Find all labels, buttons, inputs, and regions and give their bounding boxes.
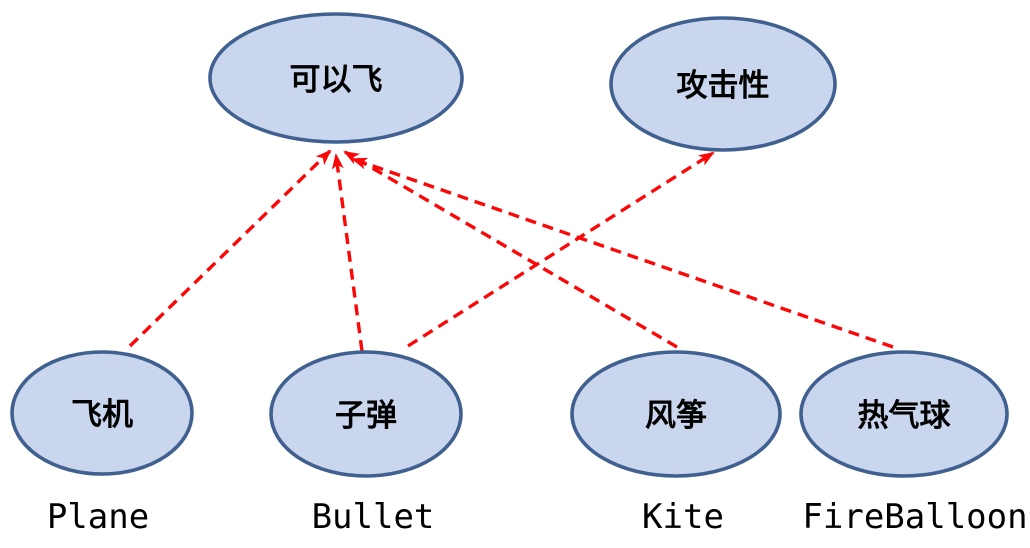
edge-layer bbox=[128, 149, 894, 352]
edge-fireballoon-to-can-fly bbox=[351, 157, 894, 349]
node-aggressive-label: 攻击性 bbox=[677, 68, 770, 104]
node-plane-ellipse bbox=[10, 350, 194, 476]
node-bullet-label: 子弹 bbox=[335, 398, 397, 434]
edge-bullet-to-can-fly bbox=[331, 153, 364, 352]
node-can-fly: 可以飞 bbox=[208, 12, 464, 144]
node-kite-ellipse bbox=[570, 350, 782, 478]
node-can-fly-label: 可以飞 bbox=[290, 62, 383, 98]
caption-fireballoon: FireBalloon bbox=[802, 497, 1027, 537]
edge-kite-to-can-fly bbox=[343, 150, 678, 349]
node-fireballoon-ellipse bbox=[799, 350, 1009, 478]
caption-bullet: Bullet bbox=[312, 497, 435, 537]
edge-bullet-to-aggressive bbox=[407, 151, 715, 348]
node-plane: 飞机 bbox=[10, 350, 194, 476]
node-bullet-ellipse bbox=[269, 350, 463, 478]
node-fireballoon-label: 热气球 bbox=[858, 398, 952, 434]
edge-plane-to-can-fly bbox=[128, 149, 332, 348]
node-kite: 风筝 bbox=[570, 350, 782, 478]
caption-kite: Kite bbox=[642, 497, 724, 537]
node-can-fly-ellipse bbox=[208, 12, 464, 144]
node-kite-label: 风筝 bbox=[645, 398, 707, 434]
caption-plane: Plane bbox=[47, 497, 149, 537]
node-aggressive: 攻击性 bbox=[609, 16, 837, 152]
node-aggressive-ellipse bbox=[609, 16, 837, 152]
node-plane-label: 飞机 bbox=[71, 397, 133, 433]
node-fireballoon: 热气球 bbox=[799, 350, 1009, 478]
node-bullet: 子弹 bbox=[269, 350, 463, 478]
